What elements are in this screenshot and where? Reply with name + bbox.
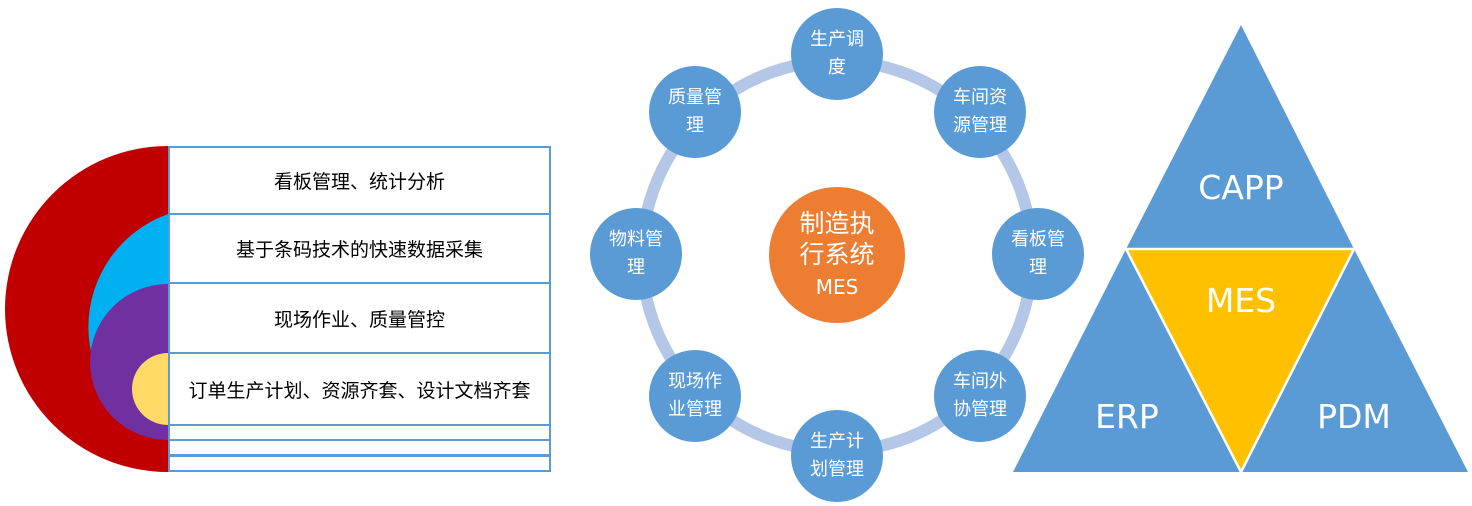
triangle-left: [1013, 249, 1241, 472]
triangle-divider: [1124, 247, 1357, 475]
node-label: 物料管理: [609, 229, 663, 278]
triangle-label-mes: MES: [1205, 281, 1277, 320]
triangle-label-pdm: PDM: [1317, 397, 1391, 436]
node-production-scheduling: 生产调度: [791, 8, 883, 100]
node-label: 车间资源管理: [953, 87, 1007, 136]
layer-box-4: 订单生产计划、资源齐套、设计文档齐套: [168, 352, 551, 426]
node-label: 生产计划管理: [810, 431, 864, 480]
node-materials: 物料管理: [590, 208, 682, 300]
triangle-right: [1241, 249, 1468, 472]
node-quality: 质量管理: [649, 66, 741, 158]
node-workshop-resources: 车间资源管理: [934, 66, 1026, 158]
layer-box-2: 基于条码技术的快速数据采集: [168, 213, 551, 284]
node-label: 看板管理: [1011, 229, 1065, 278]
layer-label-4: 订单生产计划、资源齐套、设计文档齐套: [188, 379, 531, 402]
center-node-mes: 制造执行系统 MES: [769, 187, 905, 323]
node-label: 生产调度: [810, 29, 864, 78]
center-subtitle: MES: [815, 274, 859, 299]
node-label: 质量管理: [668, 87, 722, 136]
center-title: 制造执行系统: [799, 208, 875, 269]
triangle-top: [1126, 25, 1354, 249]
node-field-operations: 现场作业管理: [649, 350, 741, 442]
node-outsourcing: 车间外协管理: [934, 350, 1026, 442]
triangle-label-capp: CAPP: [1198, 168, 1284, 207]
ring-inner: [132, 353, 168, 425]
node-label: 现场作业管理: [668, 371, 722, 420]
layer-thin-2: [168, 439, 551, 456]
node-production-plan: 生产计划管理: [791, 410, 883, 502]
node-label: 车间外协管理: [953, 371, 1007, 420]
layer-box-1: 看板管理、统计分析: [168, 146, 551, 215]
triangle-label-erp: ERP: [1095, 397, 1159, 436]
triangle-center: [1126, 249, 1354, 472]
layer-label-3: 现场作业、质量管控: [273, 308, 445, 331]
layer-box-3: 现场作业、质量管控: [168, 282, 551, 354]
layer-label-2: 基于条码技术的快速数据采集: [235, 239, 483, 261]
layer-thin-3: [168, 455, 551, 472]
layer-label-1: 看板管理、统计分析: [273, 171, 445, 193]
node-kanban: 看板管理: [992, 208, 1084, 300]
